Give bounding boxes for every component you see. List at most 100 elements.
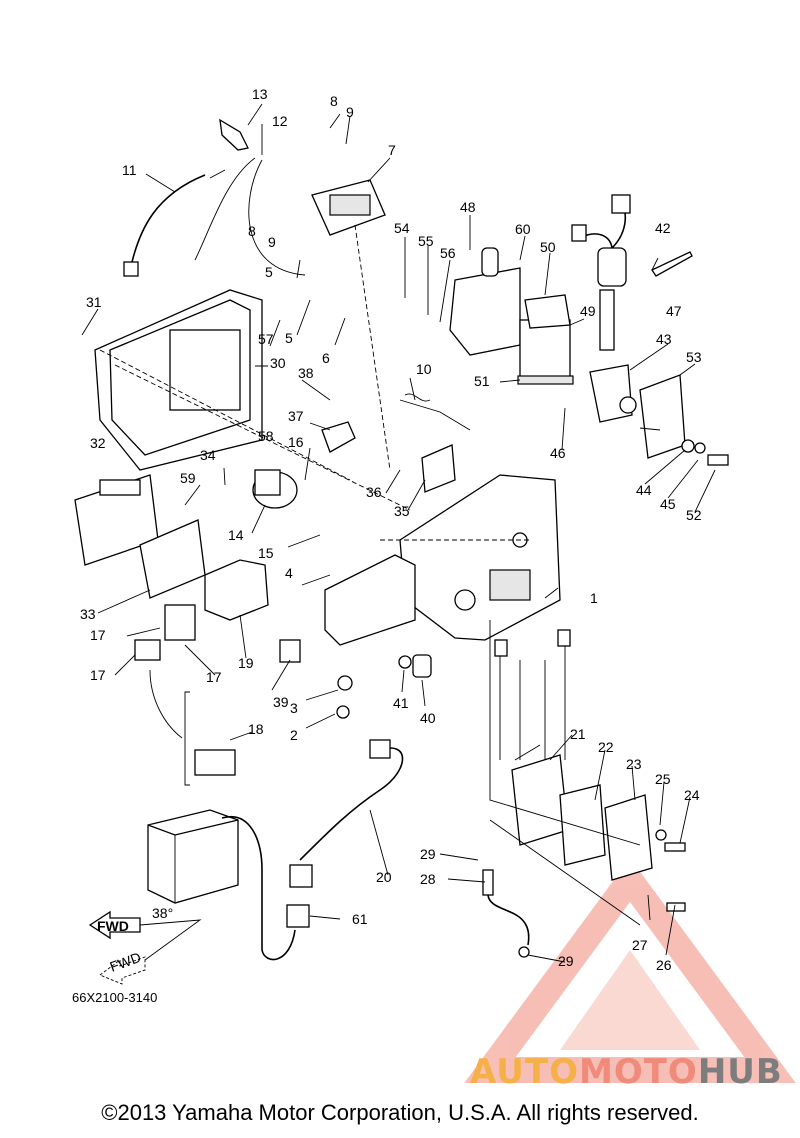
harness-connector-a (494, 639, 508, 657)
callout-8a: 8 (330, 93, 338, 109)
callout-56: 56 (440, 245, 456, 261)
callout-17a: 17 (90, 627, 106, 643)
callout-labels: 1 2 3 4 5 5 6 7 8 8 9 9 10 11 12 13 14 1… (80, 86, 702, 975)
sensor-ring-part (619, 396, 637, 414)
callout-13: 13 (252, 86, 268, 102)
callout-14: 14 (228, 527, 244, 543)
harness-connector-b (557, 629, 571, 647)
callout-18: 18 (248, 721, 264, 737)
callout-19: 19 (238, 655, 254, 671)
relay-body-part (329, 194, 371, 216)
callout-51: 51 (474, 373, 490, 389)
callout-17c: 17 (206, 669, 222, 685)
electrical-box-part (94, 289, 263, 471)
callout-20: 20 (376, 869, 392, 885)
washer-45-part (694, 442, 706, 454)
callout-39: 39 (273, 694, 289, 710)
wire-12-line (194, 157, 306, 276)
callout-54: 54 (394, 220, 410, 236)
cable-tie-part (651, 251, 693, 277)
spark-plug-part (599, 289, 615, 351)
callout-40: 40 (420, 710, 436, 726)
diagram-code: 66X2100-3140 (72, 990, 158, 1005)
sensor-43-part (589, 364, 633, 423)
harness-wires (499, 640, 566, 760)
callout-27: 27 (632, 937, 648, 953)
bolt-24-part (664, 842, 686, 852)
callout-38: 38 (298, 365, 314, 381)
callout-3: 3 (290, 700, 298, 716)
cable-cap-part (289, 864, 313, 888)
callout-55: 55 (418, 233, 434, 249)
watermark-brand: AUTOMOTOHUB (470, 1052, 783, 1092)
callout-21: 21 (570, 726, 586, 742)
ring-29-part (518, 946, 530, 958)
fuse-18-part (194, 749, 236, 776)
callout-23: 23 (626, 756, 642, 772)
callout-45: 45 (660, 496, 676, 512)
lead-terminal-part (123, 261, 139, 277)
clip-13-part (219, 118, 249, 151)
callout-34: 34 (200, 447, 216, 463)
callout-37: 37 (288, 408, 304, 424)
main-bracket-part (399, 474, 561, 641)
leader-lines (81, 103, 716, 963)
callout-31: 31 (86, 294, 102, 310)
brand-auto: AUTO (470, 1052, 579, 1092)
washer-2-part (336, 705, 350, 719)
connector-35-part (421, 444, 456, 493)
callout-43: 43 (656, 331, 672, 347)
callout-29a: 29 (420, 846, 436, 862)
callout-52: 52 (686, 507, 702, 523)
callout-9b: 9 (268, 234, 276, 250)
callout-2: 2 (290, 727, 298, 743)
callout-48: 48 (460, 199, 476, 215)
washer-41-part (398, 655, 412, 669)
terminal-28-part (482, 869, 494, 896)
callout-15: 15 (258, 545, 274, 561)
callout-8b: 8 (248, 223, 256, 239)
rectifier-gasket-22-part (559, 784, 606, 866)
fuse-block-part (204, 559, 269, 621)
coil-base-51-part (517, 375, 574, 385)
grommet-3-part (337, 675, 353, 691)
callout-17b: 17 (90, 667, 106, 683)
fuse-holder-part (164, 604, 196, 641)
callout-46: 46 (550, 445, 566, 461)
callout-58: 58 (258, 428, 274, 444)
fuse-group-bracket (184, 691, 190, 786)
callout-35: 35 (394, 503, 410, 519)
cable-terminal-part (369, 739, 391, 759)
brand-moto: MOTO (578, 1052, 698, 1092)
assembly-line-b (489, 620, 641, 926)
rectifier-21-part (511, 754, 569, 846)
callout-12: 12 (272, 113, 288, 129)
callout-36: 36 (366, 484, 382, 500)
harness-10 (399, 393, 471, 431)
callout-28: 28 (420, 871, 436, 887)
plate-53-part (639, 374, 686, 459)
callout-60: 60 (515, 221, 531, 237)
callout-47: 47 (666, 303, 682, 319)
angle-label: 38° (152, 905, 173, 921)
assembly-line-a (99, 224, 530, 541)
ground-lead-11 (131, 174, 206, 263)
callout-44: 44 (636, 482, 652, 498)
callout-4: 4 (285, 565, 293, 581)
fwd-arrow (88, 910, 202, 985)
bolt-52-part (707, 454, 729, 466)
sensor-37-part (321, 421, 356, 453)
callout-33: 33 (80, 606, 96, 622)
washer-25-part (655, 829, 667, 841)
callout-11: 11 (122, 162, 137, 178)
callout-9a: 9 (346, 104, 354, 120)
callout-22: 22 (598, 739, 614, 755)
coil-clip-50-part (524, 294, 571, 329)
callout-25: 25 (655, 771, 671, 787)
callout-32: 32 (90, 435, 106, 451)
starter-relay-base-part (254, 469, 281, 496)
battery-part (147, 809, 239, 904)
ignition-connector-part (571, 224, 587, 242)
battery-cable-20 (299, 747, 404, 861)
